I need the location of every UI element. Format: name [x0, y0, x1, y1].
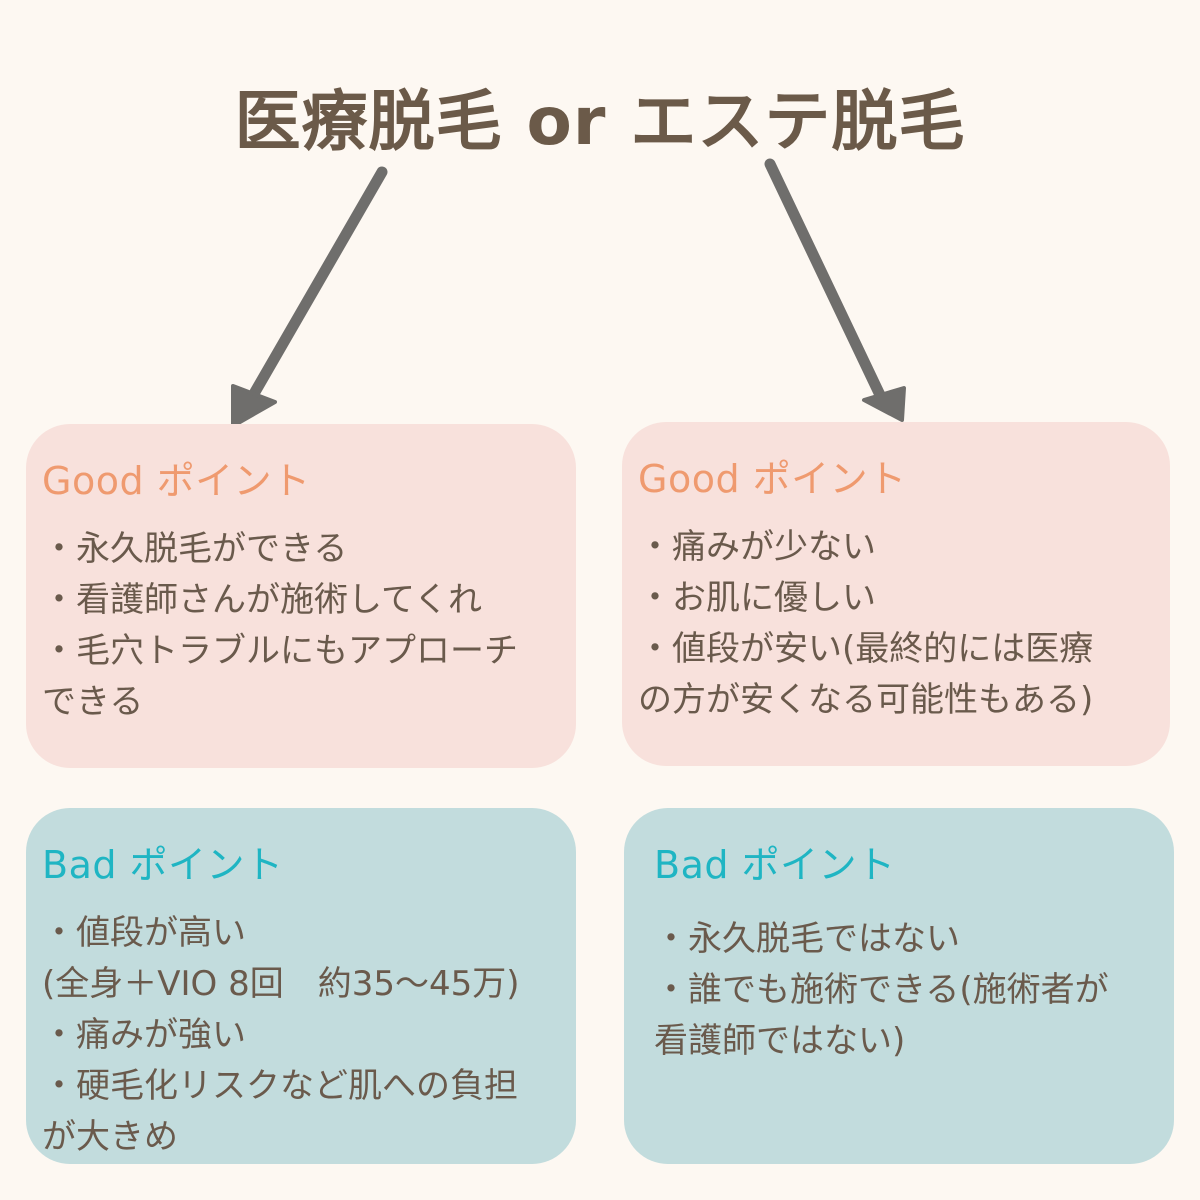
esthetic-bad-card: Bad ポイント ・永久脱毛ではない ・誰でも施術できる(施術者が 看護師ではな…: [624, 808, 1174, 1164]
card-heading: Good ポイント: [638, 457, 907, 501]
list-item: 看護師ではない): [654, 1021, 906, 1061]
list-item: ・お肌に優しい: [638, 578, 876, 618]
card-heading: Good ポイント: [42, 459, 311, 503]
esthetic-good-card: Good ポイント ・痛みが少ない ・お肌に優しい ・値段が安い(最終的には医療…: [622, 422, 1170, 766]
list-item: ・看護師さんが施術してくれ: [42, 580, 482, 620]
card-heading: Bad ポイント: [42, 843, 284, 887]
list-item: ・毛穴トラブルにもアプローチ: [42, 631, 518, 671]
medical-bad-list: ・値段が高い (全身＋VIO 8回 約35〜45万) ・痛みが強い ・硬毛化リス…: [42, 908, 562, 1163]
list-item: の方が安くなる可能性もある): [638, 680, 1094, 720]
medical-good-card: Good ポイント ・永久脱毛ができる ・看護師さんが施術してくれ ・毛穴トラブ…: [26, 424, 576, 768]
list-item: ・値段が高い: [42, 913, 246, 953]
list-item: が大きめ: [42, 1117, 178, 1157]
list-item: ・硬毛化リスクなど肌への負担: [42, 1066, 518, 1106]
medical-bad-card: Bad ポイント ・値段が高い (全身＋VIO 8回 約35〜45万) ・痛みが…: [26, 808, 576, 1164]
list-item: ・永久脱毛ではない: [654, 919, 960, 959]
list-item: ・痛みが少ない: [638, 527, 876, 567]
esthetic-good-list: ・痛みが少ない ・お肌に優しい ・値段が安い(最終的には医療 の方が安くなる可能…: [638, 522, 1156, 726]
right-arrow-icon: [764, 158, 906, 422]
list-item: ・永久脱毛ができる: [42, 529, 348, 569]
list-item: できる: [42, 682, 144, 722]
card-heading: Bad ポイント: [654, 843, 896, 887]
list-item: (全身＋VIO 8回 約35〜45万): [42, 964, 520, 1004]
list-item: ・痛みが強い: [42, 1015, 246, 1055]
esthetic-bad-list: ・永久脱毛ではない ・誰でも施術できる(施術者が 看護師ではない): [654, 914, 1160, 1067]
medical-good-list: ・永久脱毛ができる ・看護師さんが施術してくれ ・毛穴トラブルにもアプローチ で…: [42, 524, 562, 728]
list-item: ・誰でも施術できる(施術者が: [654, 970, 1109, 1010]
left-arrow-icon: [231, 166, 388, 428]
page-title: 医療脱毛 or エステ脱毛: [234, 83, 966, 160]
list-item: ・値段が安い(最終的には医療: [638, 629, 1094, 669]
